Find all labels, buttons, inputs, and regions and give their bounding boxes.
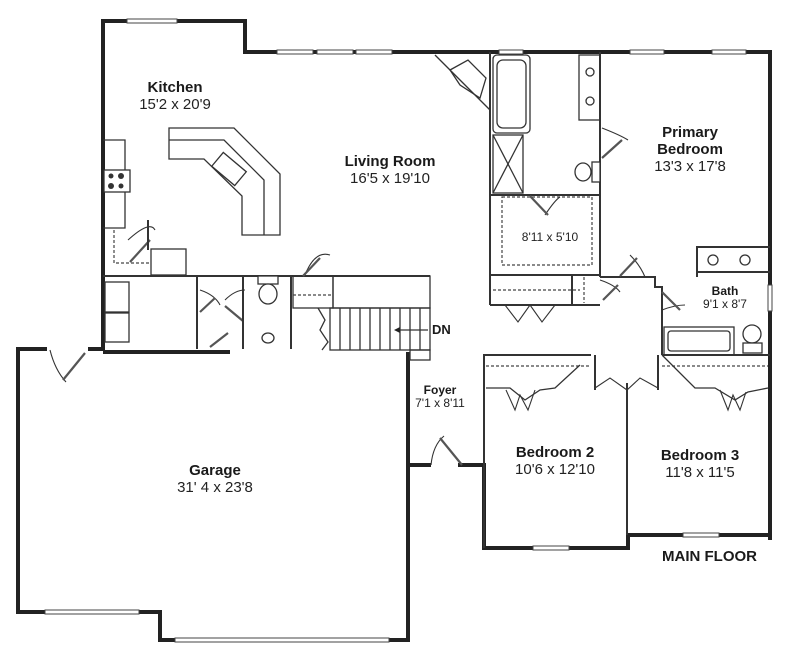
windows <box>44 18 773 643</box>
room-name: Bedroom 2 <box>515 444 595 461</box>
kitchen-fixtures <box>103 127 430 277</box>
room-name: Foyer <box>423 383 457 397</box>
room-dimensions: 16'5 x 19'10 <box>350 169 430 187</box>
stair-down-label: DN <box>432 322 451 337</box>
room-dimensions: 31' 4 x 23'8 <box>177 478 253 496</box>
stair-treads <box>339 308 421 350</box>
room-label-walk-in-closet: 8'11 x 5'10 <box>510 230 590 244</box>
bedroom-walls <box>430 354 769 548</box>
room-dimensions: 15'2 x 20'9 <box>139 95 211 113</box>
room-label-garage: Garage 31' 4 x 23'8 <box>160 462 270 497</box>
room-dimensions: 8'11 x 5'10 <box>521 230 579 244</box>
room-name-line1: Primary <box>662 124 718 141</box>
primary-suite <box>434 52 629 323</box>
room-dimensions: 9'1 x 8'7 <box>703 297 747 312</box>
room-label-foyer: Foyer 7'1 x 8'11 <box>405 383 475 411</box>
room-dimensions: 7'1 x 8'11 <box>415 396 465 411</box>
floor-title: MAIN FLOOR <box>662 548 757 565</box>
room-name: Garage <box>189 462 241 479</box>
room-name: Bedroom 3 <box>660 447 740 464</box>
room-dimensions: 11'8 x 11'5 <box>665 463 735 481</box>
hall-bath-fixtures <box>600 246 770 356</box>
room-dimensions: 10'6 x 12'10 <box>515 460 595 478</box>
room-name: Bath <box>711 284 739 298</box>
room-label-living-room: Living Room 16'5 x 19'10 <box>325 153 455 188</box>
room-label-kitchen: Kitchen 15'2 x 20'9 <box>120 79 230 114</box>
room-label-bedroom-3: Bedroom 3 11'8 x 11'5 <box>645 447 755 482</box>
room-name-line2: Bedroom <box>657 140 723 158</box>
room-name: Living Room <box>344 153 436 170</box>
utility-zone <box>49 253 431 383</box>
room-label-bath: Bath 9'1 x 8'7 <box>690 284 760 312</box>
room-name: Kitchen <box>147 79 203 96</box>
room-label-primary-bedroom: Primary Bedroom 13'3 x 17'8 <box>635 124 745 175</box>
exterior-walls <box>16 19 772 642</box>
room-dimensions: 13'3 x 17'8 <box>654 157 726 175</box>
room-label-bedroom-2: Bedroom 2 10'6 x 12'10 <box>495 444 615 479</box>
